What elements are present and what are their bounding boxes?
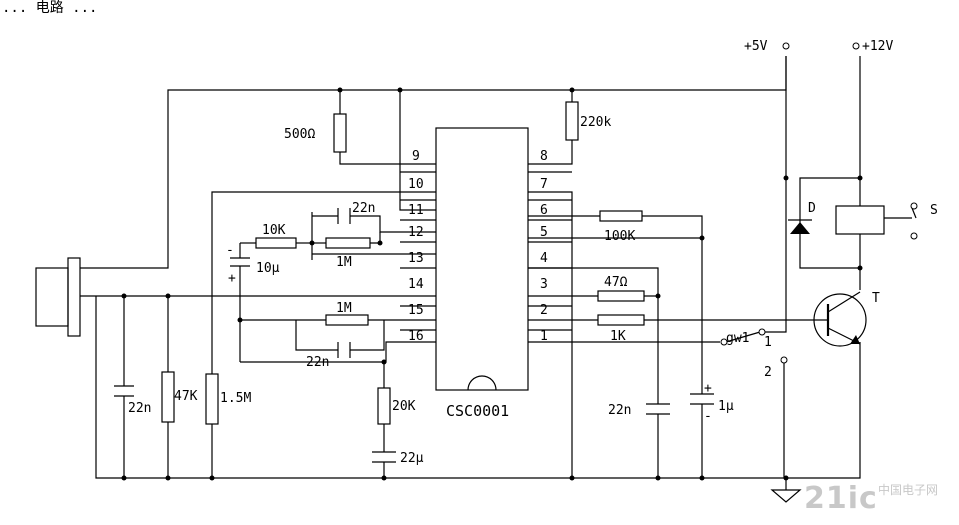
relay-coil xyxy=(835,205,885,235)
watermark: 21ic 中国电子网 xyxy=(804,481,938,516)
resistor-10k xyxy=(255,237,297,249)
ic-name: CSC0001 xyxy=(446,402,509,420)
resistor-47k xyxy=(161,371,175,423)
ic-pin-1: 1 xyxy=(540,329,548,344)
watermark-main: 21ic xyxy=(804,481,878,516)
label-100k: 100K xyxy=(604,229,635,244)
resistor-500 xyxy=(333,113,347,153)
label-gw1: gw1 xyxy=(726,331,749,346)
label-diode: D xyxy=(808,201,816,216)
transistor-t xyxy=(813,291,867,347)
ic-pin-8: 8 xyxy=(540,149,548,164)
ic-chip: 9 10 11 12 13 14 15 16 8 7 6 5 4 3 2 1 C… xyxy=(400,127,572,420)
ic-pin-4: 4 xyxy=(540,251,548,266)
label-47k: 47K xyxy=(174,389,198,404)
label-220k: 220k xyxy=(580,115,611,130)
label-gw1-pos1: 1 xyxy=(764,335,772,350)
label-transistor: T xyxy=(872,291,880,306)
label-10u-plus: + xyxy=(228,271,236,286)
ic-pin-12: 12 xyxy=(408,225,424,240)
ic-pin-14: 14 xyxy=(408,277,424,292)
input-connector xyxy=(35,257,81,337)
resistor-47 xyxy=(597,290,645,302)
label-1u: 1μ xyxy=(718,399,734,414)
label-22n-left: 22n xyxy=(128,401,151,416)
resistor-1k xyxy=(597,314,645,326)
watermark-sub: 中国电子网 xyxy=(878,482,938,497)
resistor-1m-bottom xyxy=(325,314,369,326)
resistor-220k xyxy=(565,101,579,141)
ic-pin-9: 9 xyxy=(412,149,420,164)
label-47ohm: 47Ω xyxy=(604,275,628,290)
label-gw1-pos2: 2 xyxy=(764,365,772,380)
resistors xyxy=(161,101,645,425)
capacitors xyxy=(114,208,714,463)
label-500ohm: 500Ω xyxy=(284,127,315,142)
label-plus12v: +12V xyxy=(862,39,893,54)
wires xyxy=(80,56,917,490)
label-switch-s: S xyxy=(930,203,938,218)
label-1u-minus: - xyxy=(704,409,712,424)
ic-pin-5: 5 xyxy=(540,225,548,240)
label-22u: 22μ xyxy=(400,451,424,466)
ic-pin-16: 16 xyxy=(408,329,424,344)
header-text: ... 电路 ... xyxy=(2,0,97,16)
ic-pin-6: 6 xyxy=(540,203,548,218)
resistor-20k xyxy=(377,387,391,425)
label-1m-top: 1M xyxy=(336,255,352,270)
ic-pin-11: 11 xyxy=(408,203,424,218)
label-10u-minus: - xyxy=(226,243,234,258)
resistor-1m-top xyxy=(325,237,371,249)
ground-symbol xyxy=(770,489,802,503)
ic-pin-3: 3 xyxy=(540,277,548,292)
labels: +5V +12V 500Ω 220k 22n 10K 1M - 10μ + 1M… xyxy=(128,39,938,466)
label-10k: 10K xyxy=(262,223,286,238)
label-22n-top: 22n xyxy=(352,201,375,216)
label-1k: 1K xyxy=(610,329,626,344)
label-1u-plus: + xyxy=(704,381,712,396)
label-22n-right: 22n xyxy=(608,403,631,418)
resistor-100k xyxy=(599,210,643,222)
ic-pin-2: 2 xyxy=(540,303,548,318)
junctions xyxy=(121,42,918,481)
diode-d xyxy=(788,219,812,234)
label-1m-bottom: 1M xyxy=(336,301,352,316)
label-22n-mid: 22n xyxy=(306,355,329,370)
label-20k: 20K xyxy=(392,399,416,414)
resistor-1-5m xyxy=(205,373,219,425)
label-10u: 10μ xyxy=(256,261,280,276)
label-plus5v: +5V xyxy=(744,39,768,54)
ic-pin-15: 15 xyxy=(408,303,424,318)
ic-pin-10: 10 xyxy=(408,177,424,192)
ic-pin-13: 13 xyxy=(408,251,424,266)
label-1-5m: 1.5M xyxy=(220,391,251,406)
ic-pin-7: 7 xyxy=(540,177,548,192)
